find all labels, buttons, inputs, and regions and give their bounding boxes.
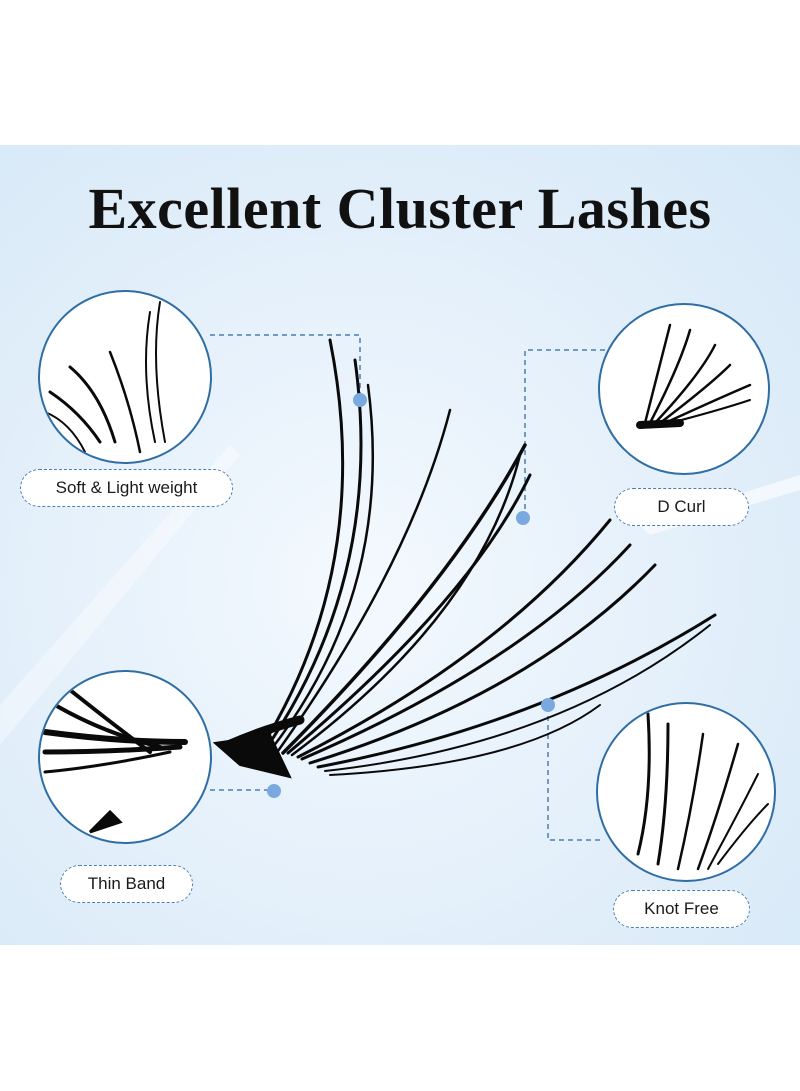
curl-lash-icon — [598, 303, 770, 475]
page-title: Excellent Cluster Lashes — [88, 176, 712, 241]
band-lash-icon — [38, 670, 212, 844]
feature-tag-thin-band: Thin Band — [60, 865, 193, 903]
callout-dot — [541, 698, 555, 712]
product-panel: Excellent Cluster Lashes Soft & Light we… — [0, 145, 800, 945]
callout-dot — [353, 393, 367, 407]
feature-tag-soft-light-weight: Soft & Light weight — [20, 469, 233, 507]
knot-free-lash-icon — [596, 702, 776, 882]
soft-lash-icon — [38, 290, 212, 464]
lash-illustration — [0, 334, 800, 841]
callout-dot — [516, 511, 530, 525]
callout-dot — [267, 784, 281, 798]
cluster-lash-image — [212, 338, 717, 779]
feature-tag-d-curl: D Curl — [614, 488, 749, 526]
feature-tag-knot-free: Knot Free — [613, 890, 750, 928]
